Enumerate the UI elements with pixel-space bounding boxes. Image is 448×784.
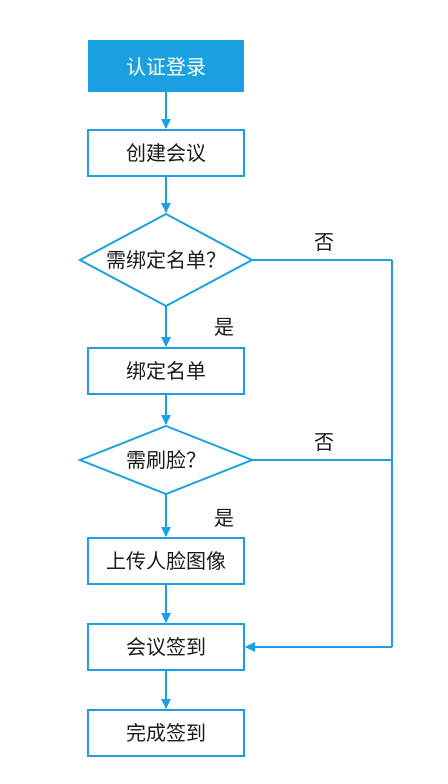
start-node: [88, 40, 244, 92]
no-label-2: 否: [314, 430, 334, 454]
create-meeting-label: 创建会议: [126, 141, 206, 165]
finish-checkin-label: 完成签到: [126, 721, 206, 745]
yes-label-1: 是: [214, 315, 234, 339]
bind-list-label: 绑定名单: [126, 359, 206, 383]
meeting-checkin-label: 会议签到: [126, 635, 206, 659]
create-meeting-node: [87, 129, 245, 177]
upload-face-node: [87, 537, 245, 585]
no-label-1: 否: [314, 230, 334, 254]
finish-checkin-node: [87, 709, 245, 757]
start-node-label: 认证登录: [126, 55, 206, 79]
need-list-decision-label: 需绑定名单？: [106, 248, 226, 272]
need-face-decision-label: 需刷脸？: [126, 448, 206, 472]
upload-face-label: 上传人脸图像: [106, 549, 226, 573]
yes-label-2: 是: [214, 506, 234, 530]
